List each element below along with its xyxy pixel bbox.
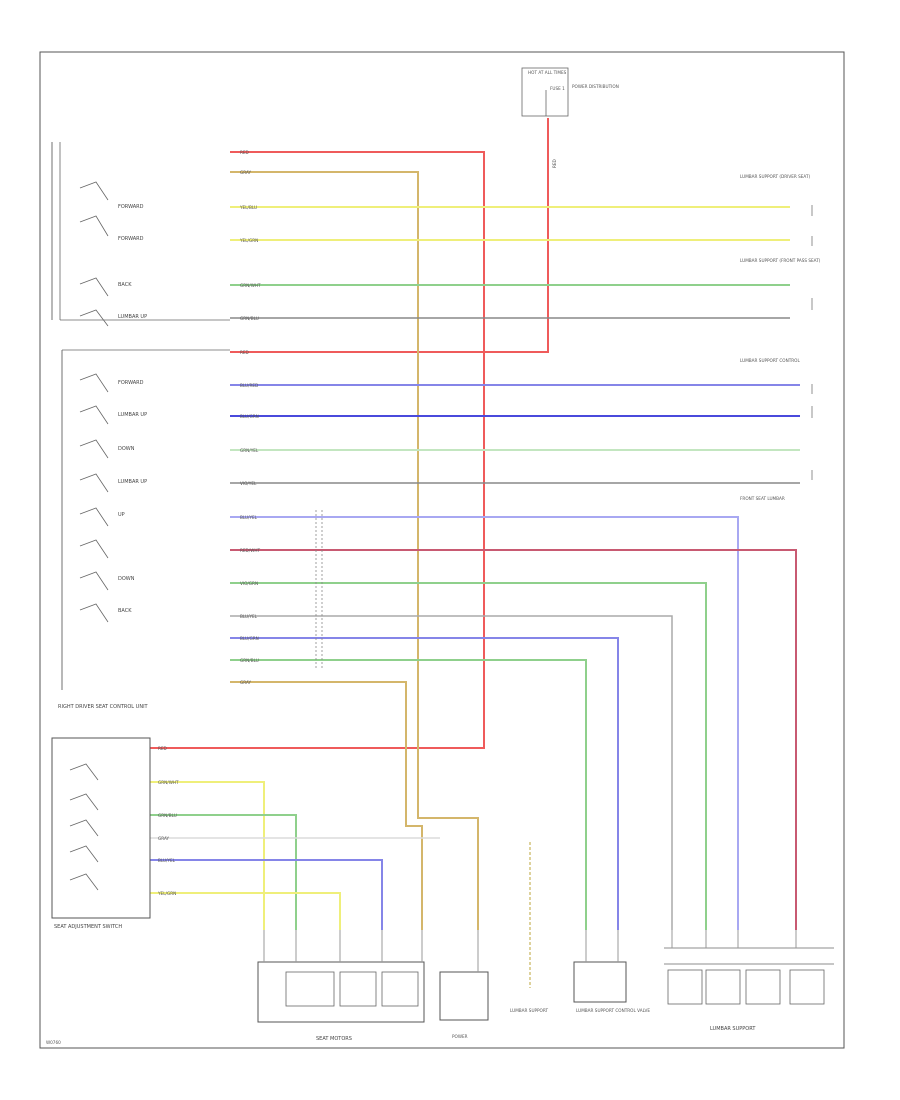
component-label: LUMBAR SUPPORT (DRIVER SEAT) — [740, 174, 810, 179]
switch-label: LUMBAR UP — [118, 314, 147, 320]
seat-motors-label: SEAT MOTORS — [316, 1036, 352, 1042]
component-label: LUMBAR SUPPORT CONTROL — [740, 358, 800, 363]
wire-label: YEL/BLU — [239, 205, 257, 210]
switch-wire-label: RED — [158, 746, 167, 751]
power-motor-label: POWER — [452, 1034, 468, 1039]
wire-green-2 — [230, 582, 707, 930]
wire-group — [150, 118, 800, 930]
diagram-border — [39, 51, 845, 1049]
wire-gray-3 — [230, 615, 673, 930]
switch-label: DOWN — [118, 576, 135, 582]
wire-maroon-1 — [230, 549, 797, 930]
component-label: LUMBAR SUPPORT (FRONT PASS SEAT) — [740, 258, 821, 263]
switch-label: BACK — [118, 282, 132, 288]
wire-switch-yellow-2 — [150, 892, 341, 930]
fuse-sub-label: FUSE 1 — [550, 86, 565, 91]
seat-switch-box — [51, 737, 151, 919]
power-motor-box — [439, 971, 489, 1021]
wire-purpleblue-1 — [230, 516, 739, 930]
wire-label: GRAY — [240, 680, 252, 685]
wire-label: RED/WHT — [240, 548, 260, 553]
footer-code: W0760 — [46, 1040, 61, 1045]
control-unit-switches — [79, 181, 109, 623]
lumbar-motor-label: LUMBAR SUPPORT — [510, 1008, 548, 1013]
wire-label: YEL/GRN — [239, 238, 258, 243]
wire-label: BLU/GRN — [240, 414, 259, 419]
switch-label: LUMBAR UP — [118, 479, 147, 485]
fuse-wire-label: RED — [552, 159, 557, 168]
switch-wire-label: GRAY — [158, 836, 170, 841]
switch-label: LUMBAR UP — [118, 412, 147, 418]
switch-wire-label: GRN/BLU — [158, 813, 177, 818]
fuse-label: HOT AT ALL TIMES — [528, 70, 567, 75]
wire-label: RED — [240, 350, 249, 355]
seat-motors-box — [257, 961, 425, 1023]
wire-red-feed — [230, 118, 549, 353]
wire-label: GRN/YEL — [240, 448, 259, 453]
switch-label: UP — [118, 512, 125, 518]
switch-label: BACK — [118, 608, 132, 614]
component-label: FRONT SEAT LUMBAR — [740, 496, 785, 501]
wire-label: BLU/RED — [240, 383, 258, 388]
fuse-box — [521, 67, 569, 117]
wire-label: VIO/GRN — [240, 581, 258, 586]
wire-label: RED — [240, 150, 249, 155]
connector-stubs — [263, 930, 797, 972]
control-unit-label: RIGHT DRIVER SEAT CONTROL UNIT — [58, 704, 149, 710]
wire-blue-2 — [230, 637, 619, 930]
wire-switch-green — [150, 814, 297, 930]
fuse-side-label: POWER DISTRIBUTION — [572, 84, 619, 89]
switch-label: FORWARD — [118, 236, 144, 242]
wire-label: VIO/YEL — [240, 481, 257, 486]
wire-label: BLU/YEL — [240, 614, 258, 619]
switch-label: FORWARD — [118, 204, 144, 210]
switch-wire-label: GRN/WHT — [158, 780, 179, 785]
wire-label: GRN/WHT — [240, 283, 261, 288]
wire-tan-1 — [230, 171, 479, 930]
switch-label: FORWARD — [118, 380, 144, 386]
switch-label: DOWN — [118, 446, 135, 452]
wire-label: BLU/GRN — [240, 636, 259, 641]
lumbar-group-label: LUMBAR SUPPORT — [710, 1026, 756, 1032]
wire-label: BLU/YEL — [240, 515, 258, 520]
wire-tan-2 — [230, 681, 423, 930]
wire-label: GRAY — [240, 170, 252, 175]
wire-label: GRN/BLU — [240, 658, 259, 663]
lumbar-valve-box — [573, 961, 627, 1003]
lumbar-valve-label: LUMBAR SUPPORT CONTROL VALVE — [576, 1008, 650, 1013]
seat-switch-label: SEAT ADJUSTMENT SWITCH — [54, 924, 122, 930]
switch-wire-label: BLU/YEL — [158, 858, 176, 863]
wire-switch-yellow — [150, 781, 265, 930]
wire-green-3 — [230, 659, 587, 930]
wire-label: GRN/BLU — [240, 316, 259, 321]
switch-wire-label: YEL/GRN — [157, 891, 176, 896]
wire-switch-blue — [150, 859, 383, 930]
